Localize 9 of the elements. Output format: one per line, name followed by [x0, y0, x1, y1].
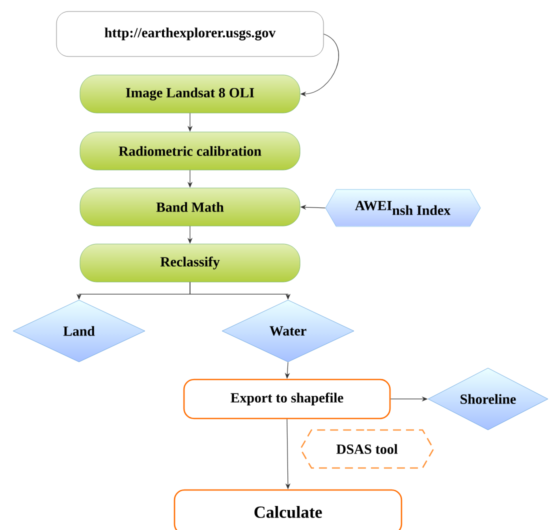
- source-box: http://earthexplorer.usgs.gov: [56, 11, 324, 57]
- process-box: Band Math: [80, 188, 300, 226]
- tool-hexagon: DSAS tool: [300, 429, 434, 469]
- process-box: Radiometric calibration: [80, 132, 300, 170]
- process-box: Export to shapefile: [183, 378, 391, 420]
- process-box: Reclassify: [80, 244, 300, 282]
- process-box: Calculate: [174, 489, 402, 530]
- process-box: Image Landsat 8 OLI: [80, 74, 300, 114]
- input-hexagon: $\textbf{AWEI}_{\textbf{nsh Index}}$: [325, 189, 481, 227]
